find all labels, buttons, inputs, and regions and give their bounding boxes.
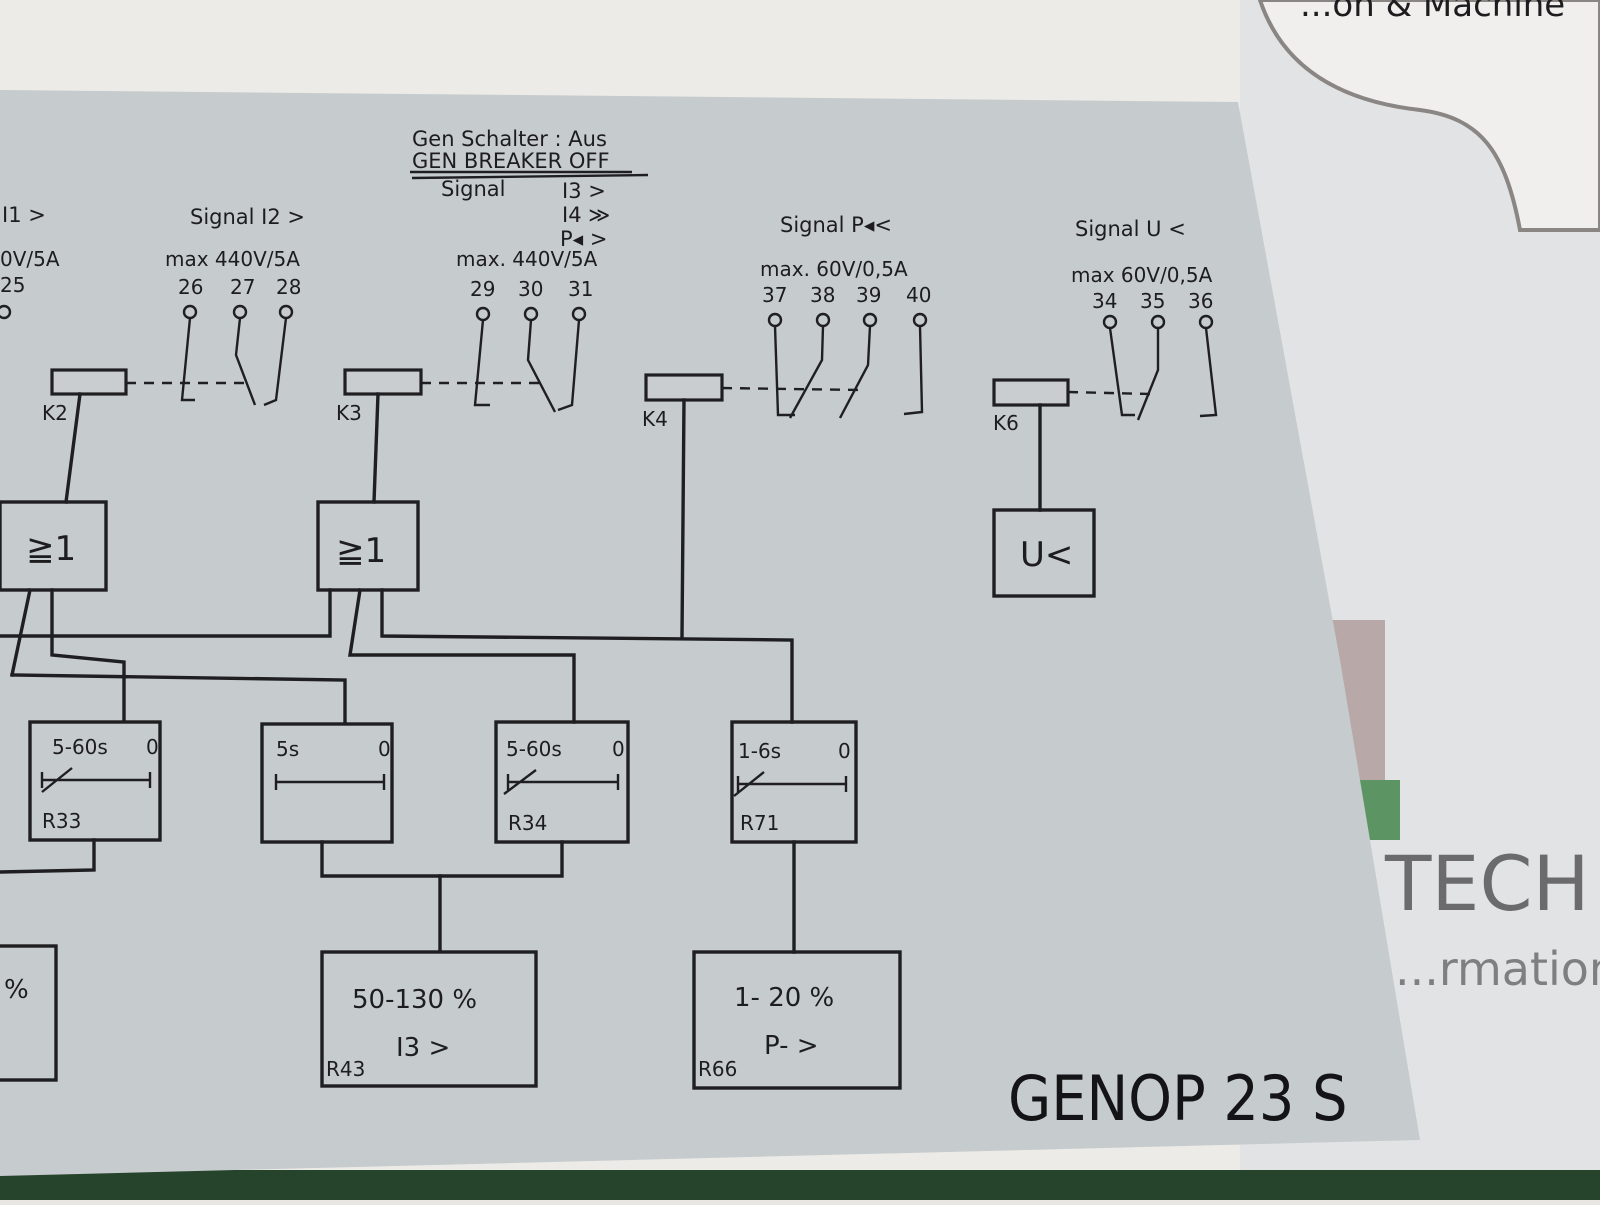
signal-cond-p: P◂ > (560, 227, 607, 251)
header-line2: GEN BREAKER OFF (412, 149, 610, 173)
signal-i3-title: Signal (441, 177, 506, 201)
panel-plate (0, 90, 1420, 1176)
terminal-36: 36 (1188, 289, 1213, 313)
signal-p-title: Signal P◂< (780, 213, 892, 237)
terminal-40: 40 (906, 283, 931, 307)
setting-r66-label: P- > (764, 1031, 819, 1061)
bg-fragment-top: ...on & Machine (1300, 0, 1565, 25)
terminal-37: 37 (762, 283, 787, 307)
signal-u-title: Signal U < (1075, 217, 1186, 241)
signal-u-rating: max 60V/0,5A (1071, 263, 1213, 287)
relay-k2-label: K2 (42, 401, 68, 425)
timer-5s-range: 5s (276, 737, 299, 761)
setting-box-left: % (0, 944, 58, 1082)
setting-r43-label: I3 > (396, 1033, 450, 1063)
wire-bus-timer5s (10, 673, 347, 724)
setting-r66-pot: R66 (698, 1057, 737, 1081)
uv-gate (992, 508, 1096, 598)
model-name: GENOP 23 S (1008, 1062, 1348, 1135)
wire-k2-gate (64, 392, 82, 504)
wire-bus-g2-left (0, 588, 332, 638)
timer-r34-pot: R34 (508, 811, 547, 835)
terminal-31: 31 (568, 277, 593, 301)
coil-k6 (992, 378, 1070, 407)
terminal-34: 34 (1092, 289, 1117, 313)
relay-k6-label: K6 (993, 411, 1019, 435)
timer-5s: 5s 0 (260, 722, 394, 844)
wire-k3-gate (372, 392, 380, 504)
coil-k3 (343, 368, 423, 396)
setting-r66-range: 1- 20 % (734, 983, 834, 1013)
or-gate-2-label: ≧1 (336, 531, 386, 571)
timer-5s-zero: 0 (378, 737, 391, 761)
timer-r33-zero: 0 (146, 735, 159, 759)
header-line1: Gen Schalter : Aus (412, 127, 607, 151)
terminal-39: 39 (856, 283, 881, 307)
setting-left-range: % (4, 975, 29, 1005)
timer-r34-zero: 0 (612, 737, 625, 761)
timer-r33-range: 5-60s (52, 735, 108, 759)
contact-k6 (1108, 327, 1218, 421)
signal-p-rating: max. 60V/0,5A (760, 257, 908, 281)
terminal-27: 27 (230, 275, 255, 299)
pcb-strip (0, 1170, 1600, 1200)
cover-edge (1257, 0, 1600, 232)
timer-r71-range: 1-6s (738, 739, 781, 763)
relay-k4-label: K4 (642, 407, 668, 431)
mech-link-k4 (721, 386, 861, 392)
terminal-30: 30 (518, 277, 543, 301)
terminal-25-pin (0, 304, 12, 320)
wire-r33-out (0, 838, 96, 874)
contact-k2 (180, 317, 288, 407)
signal-i1-title: I1 > (2, 203, 46, 227)
timer-r34-range: 5-60s (506, 737, 562, 761)
wire-g1-to-r33 (50, 588, 126, 722)
terminal-26: 26 (178, 275, 203, 299)
wire-g2-to-r34 (348, 588, 576, 724)
signal-i1-rating: 0V/5A (0, 247, 60, 271)
signal-cond-i3: I3 > (562, 179, 606, 203)
timer-r33-pot: R33 (42, 809, 81, 833)
signal-i2-rating: max 440V/5A (165, 247, 300, 271)
bg-fragment-info: ...rmation (1395, 942, 1600, 996)
wire-g1-a (9, 587, 33, 678)
terminal-25: 25 (0, 273, 25, 297)
uv-gate-label: U< (1020, 535, 1073, 575)
coil-k2 (50, 368, 128, 396)
timer-r71-pot: R71 (740, 811, 779, 835)
header-underline (410, 170, 649, 180)
contact-k4 (773, 325, 924, 419)
signal-i2-title: Signal I2 > (190, 205, 305, 229)
terminal-29: 29 (470, 277, 495, 301)
terminal-38: 38 (810, 283, 835, 307)
or-gate-1-label: ≧1 (26, 529, 76, 569)
setting-box-r43: 50-130 % R43 I3 > (320, 950, 538, 1088)
timer-r71-zero: 0 (838, 739, 851, 763)
or-gate-2 (316, 500, 420, 592)
setting-r43-pot: R43 (326, 1057, 365, 1081)
setting-r43-range: 50-130 % (352, 985, 477, 1015)
contact-k3 (473, 319, 581, 413)
setting-box-r66: 1- 20 % R66 P- > (692, 950, 902, 1090)
mech-link-k6 (1067, 390, 1151, 396)
signal-i3-rating: max. 440V/5A (456, 247, 598, 271)
terminal-28: 28 (276, 275, 301, 299)
signal-cond-i4: I4 ≫ (562, 203, 610, 227)
terminal-35: 35 (1140, 289, 1165, 313)
coil-k4 (644, 373, 724, 402)
wire-k4-bus (680, 398, 686, 638)
bg-fragment-tech: TECH (1384, 839, 1590, 928)
wire-timers-join (320, 840, 564, 878)
relay-k3-label: K3 (336, 401, 362, 425)
wire-g2-to-r71 (380, 588, 794, 724)
